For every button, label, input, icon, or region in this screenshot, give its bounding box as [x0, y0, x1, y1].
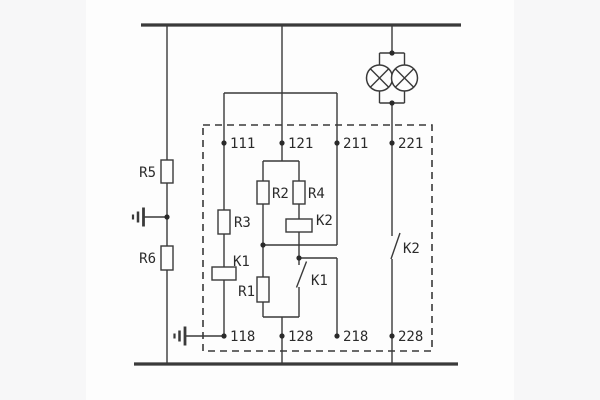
terminal-218: 218 [334, 329, 368, 345]
terminal-label: 211 [343, 136, 368, 152]
junction-dot [164, 214, 170, 220]
relay-coil-k2-label: K2 [316, 213, 333, 229]
resistor-body [217, 209, 231, 235]
resistor-body [292, 180, 306, 205]
resistor-body [256, 180, 270, 205]
junction-dot [389, 50, 395, 56]
terminal-label: 221 [398, 136, 423, 152]
resistor-r4-label: R4 [308, 186, 325, 202]
terminal-label: 218 [343, 329, 368, 345]
feed-and-split-wires [223, 26, 338, 336]
terminal-label: 128 [288, 329, 313, 345]
contact-blade [295, 261, 308, 288]
lamp-pair [365, 64, 419, 92]
resistor-r5: R5 [139, 159, 174, 184]
terminal-118: 118 [221, 329, 255, 345]
resistor-r1-label: R1 [238, 284, 255, 300]
resistor-body [256, 276, 270, 303]
terminal-128: 128 [279, 329, 313, 345]
terminal-dot [389, 333, 395, 339]
terminal-label: 111 [230, 136, 255, 152]
terminal-dot [221, 140, 227, 146]
lamp-icon [390, 64, 419, 92]
resistor-r6: R6 [139, 245, 174, 271]
lamp-cross [369, 68, 390, 88]
coil-body [211, 266, 237, 281]
terminal-211: 211 [334, 136, 368, 152]
terminal-121: 121 [279, 136, 313, 152]
terminal-111: 111 [221, 136, 255, 152]
junction-dot [260, 242, 266, 248]
junction-dot [296, 255, 302, 261]
ground-icon [131, 207, 167, 227]
terminal-dot [334, 140, 340, 146]
ground-icon [173, 326, 224, 346]
resistor-r1: R1 [238, 276, 270, 303]
resistor-body [160, 245, 174, 271]
resistor-r3: R3 [217, 209, 251, 235]
terminal-label: 228 [398, 329, 423, 345]
relay-contact-k1-label: K1 [311, 273, 328, 289]
relay-contact-k1: K1 [295, 258, 328, 317]
resistor-r3-label: R3 [234, 215, 251, 231]
resistor-r2: R2 [256, 180, 289, 205]
junction-dot [389, 100, 395, 106]
lamp-cross [394, 68, 415, 88]
coil-body [285, 218, 313, 233]
terminal-dot [279, 140, 285, 146]
resistor-r5-label: R5 [139, 165, 156, 181]
resistor-r4: R4 [292, 180, 325, 205]
terminal-label: 121 [288, 136, 313, 152]
terminal-228: 228 [389, 329, 423, 345]
terminal-dot [389, 140, 395, 146]
terminal-dot [221, 333, 227, 339]
inner-network-wires [262, 160, 338, 363]
terminal-221: 221 [389, 136, 423, 152]
lamp-icon [365, 64, 394, 92]
relay-block-dashed-boundary [202, 124, 433, 352]
terminal-dot [334, 333, 340, 339]
relay-coil-k1: K1 [211, 254, 250, 281]
junction-dots [164, 50, 395, 261]
resistor-r6-label: R6 [139, 251, 156, 267]
resistor-r2-label: R2 [272, 186, 289, 202]
relay-coil-k2: K2 [285, 213, 333, 233]
relay-contact-k2: K2 [390, 232, 420, 260]
contact-blade [390, 232, 401, 260]
relay-contact-k2-label: K2 [403, 241, 420, 257]
resistor-body [160, 159, 174, 184]
terminal-label: 118 [230, 329, 255, 345]
terminal-dot [279, 333, 285, 339]
relay-coil-k1-label: K1 [233, 254, 250, 270]
